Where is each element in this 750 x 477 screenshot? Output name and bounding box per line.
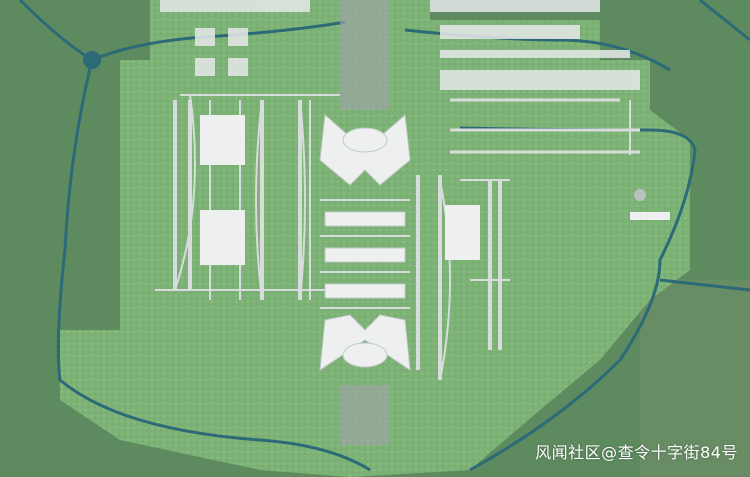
apron-taxilanes [320, 199, 410, 309]
satellite-concourse [324, 283, 406, 299]
south-landside [340, 385, 390, 445]
river [18, 0, 750, 472]
satellite-concourse [324, 247, 406, 263]
control-tower [634, 189, 646, 201]
south-terminal [319, 314, 411, 372]
roundabout [83, 51, 101, 69]
north-building-blocks [160, 0, 640, 90]
runways [155, 94, 640, 381]
watermark: 风闻社区@查令十字街84号 [535, 443, 738, 462]
satellite-concourse [324, 211, 406, 227]
village-area [640, 280, 750, 477]
terminals [319, 113, 411, 372]
north-landside [340, 0, 390, 110]
apron-buildings [200, 115, 670, 265]
